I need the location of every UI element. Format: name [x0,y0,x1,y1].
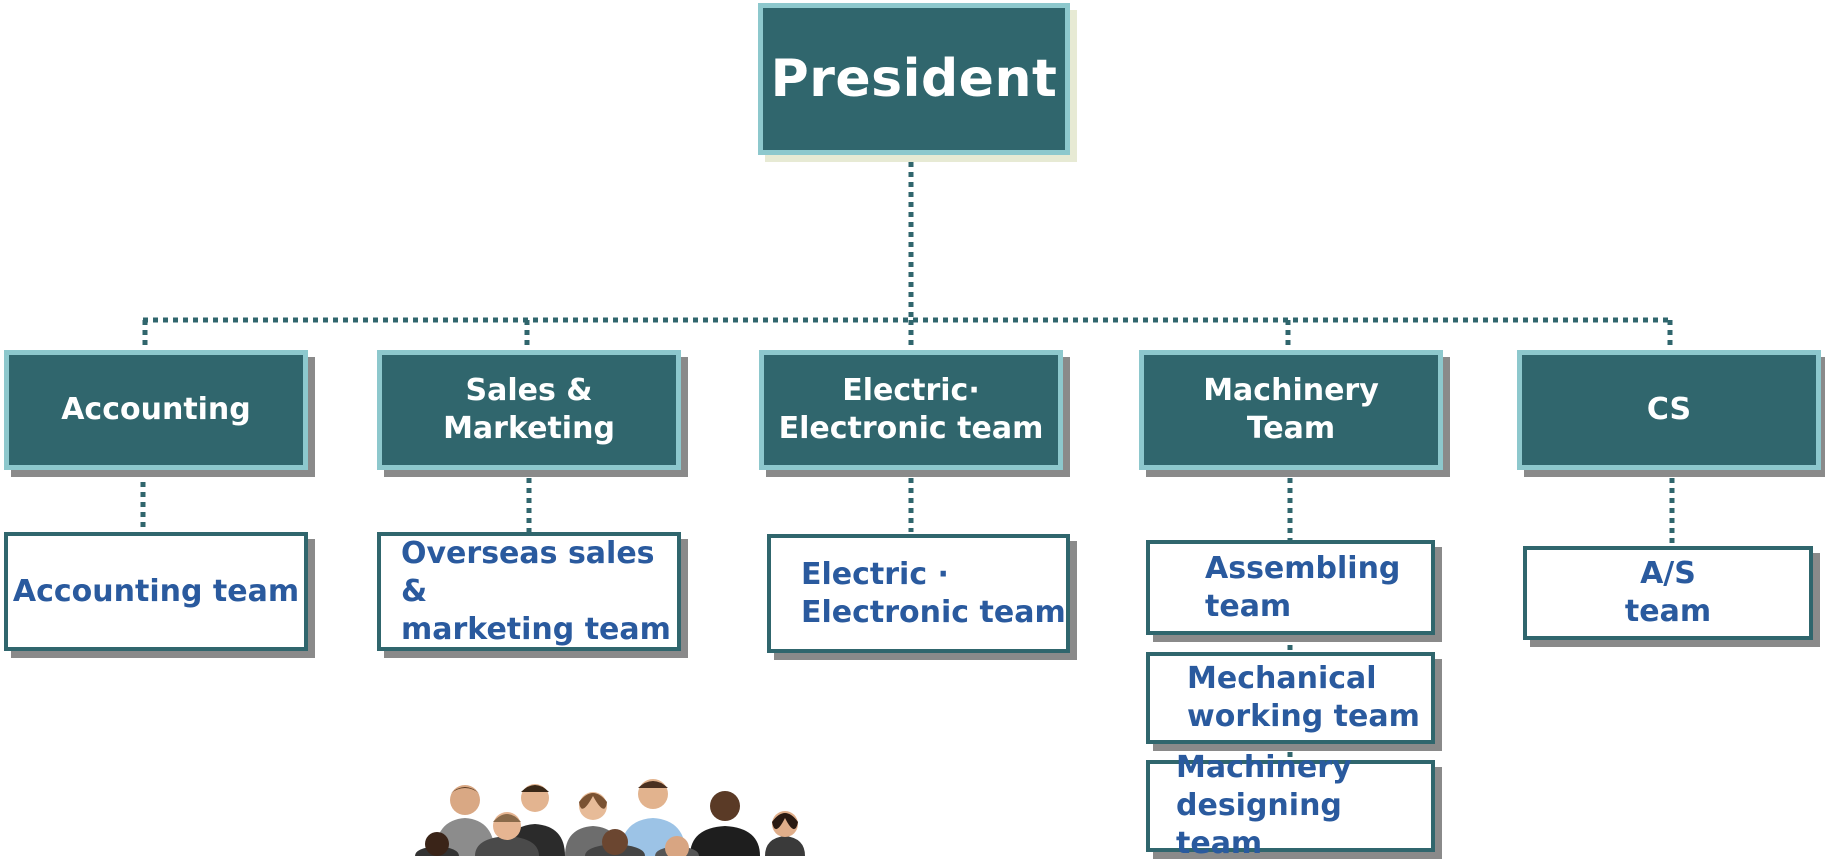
department-label: Machinery Team [1203,373,1379,446]
team-assembling: Assembling team [1146,540,1435,635]
department-electric-electronic: Electric· Electronic team [759,350,1063,470]
team-machinery-designing: Machinery designing team [1146,750,1435,861]
department-label: Sales & Marketing [443,373,615,446]
department-cs: CS [1517,350,1821,470]
team-accounting: Accounting team [4,532,308,651]
department-label: Electric· Electronic team [778,373,1044,446]
team-overseas-sales-marketing: Overseas sales & marketing team [377,532,681,651]
department-sales-marketing: Sales & Marketing [377,350,681,470]
team-label: Machinery designing team [1176,750,1352,861]
team-mechanical-working: Mechanical working team [1146,652,1435,744]
team-label: Assembling team [1205,550,1401,624]
department-accounting: Accounting [4,350,308,470]
person-figures [415,779,805,856]
team-label: A/S team [1624,556,1712,629]
team-label: Mechanical working team [1187,661,1420,734]
team-electric-electronic: Electric · Electronic team [767,534,1070,653]
president-label: President [770,49,1058,109]
team-label: Overseas sales & marketing team [401,535,671,647]
team-label: Accounting team [12,573,300,609]
department-label: Accounting [61,392,251,427]
group-people-photo [415,768,815,856]
team-as: A/S team [1523,546,1813,640]
president-box: President [758,3,1070,155]
department-label: CS [1646,392,1692,427]
department-machinery: Machinery Team [1139,350,1443,470]
team-label: Electric · Electronic team [801,556,1066,630]
